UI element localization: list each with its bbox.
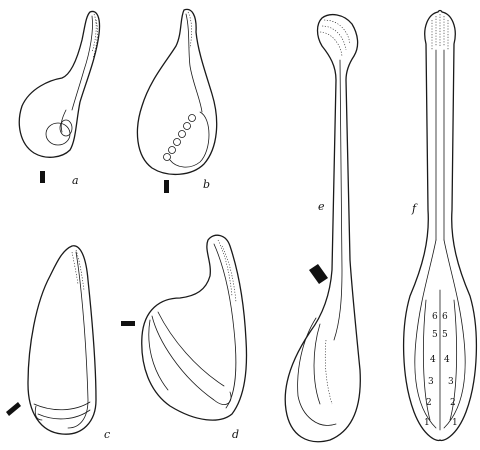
ovule-number-left-1: 1	[424, 418, 430, 428]
ovule-number-right-6: 6	[442, 312, 448, 322]
ovule-number-right-1: 1	[452, 418, 458, 428]
panel-d-drawing: d	[121, 235, 246, 441]
panel-b-label: b	[203, 178, 210, 191]
ovule-number-left-2: 2	[426, 398, 432, 408]
panel-b-marker	[164, 180, 169, 193]
panel-b-drawing: b	[137, 9, 216, 193]
ovule-number-right-2: 2	[450, 398, 456, 408]
panel-c-label: c	[104, 428, 110, 441]
ovule-number-left-3: 3	[428, 377, 434, 387]
panel-a-label: a	[72, 174, 79, 187]
panel-f-drawing: 6 5 4 3 2 1 6 5 4 3 2 1 f	[404, 11, 477, 441]
ovule-number-left-6: 6	[432, 312, 438, 322]
panel-a-drawing: a	[19, 11, 99, 187]
panel-d-label: d	[232, 428, 239, 441]
panel-e-marker	[309, 264, 328, 284]
ovule-number-right-4: 4	[444, 355, 450, 365]
ovule-number-left-4: 4	[430, 355, 436, 365]
panel-c-marker	[6, 402, 21, 416]
panel-c-drawing: c	[6, 246, 110, 441]
panel-d-marker	[121, 321, 135, 326]
panel-e-drawing: e	[285, 15, 360, 442]
ovule-number-right-3: 3	[448, 377, 454, 387]
panel-a-marker	[40, 171, 45, 183]
panel-e-label: e	[318, 200, 325, 213]
ovule-number-right-5: 5	[442, 330, 448, 340]
ovule-number-left-5: 5	[432, 330, 438, 340]
panel-f-label: f	[411, 202, 418, 215]
